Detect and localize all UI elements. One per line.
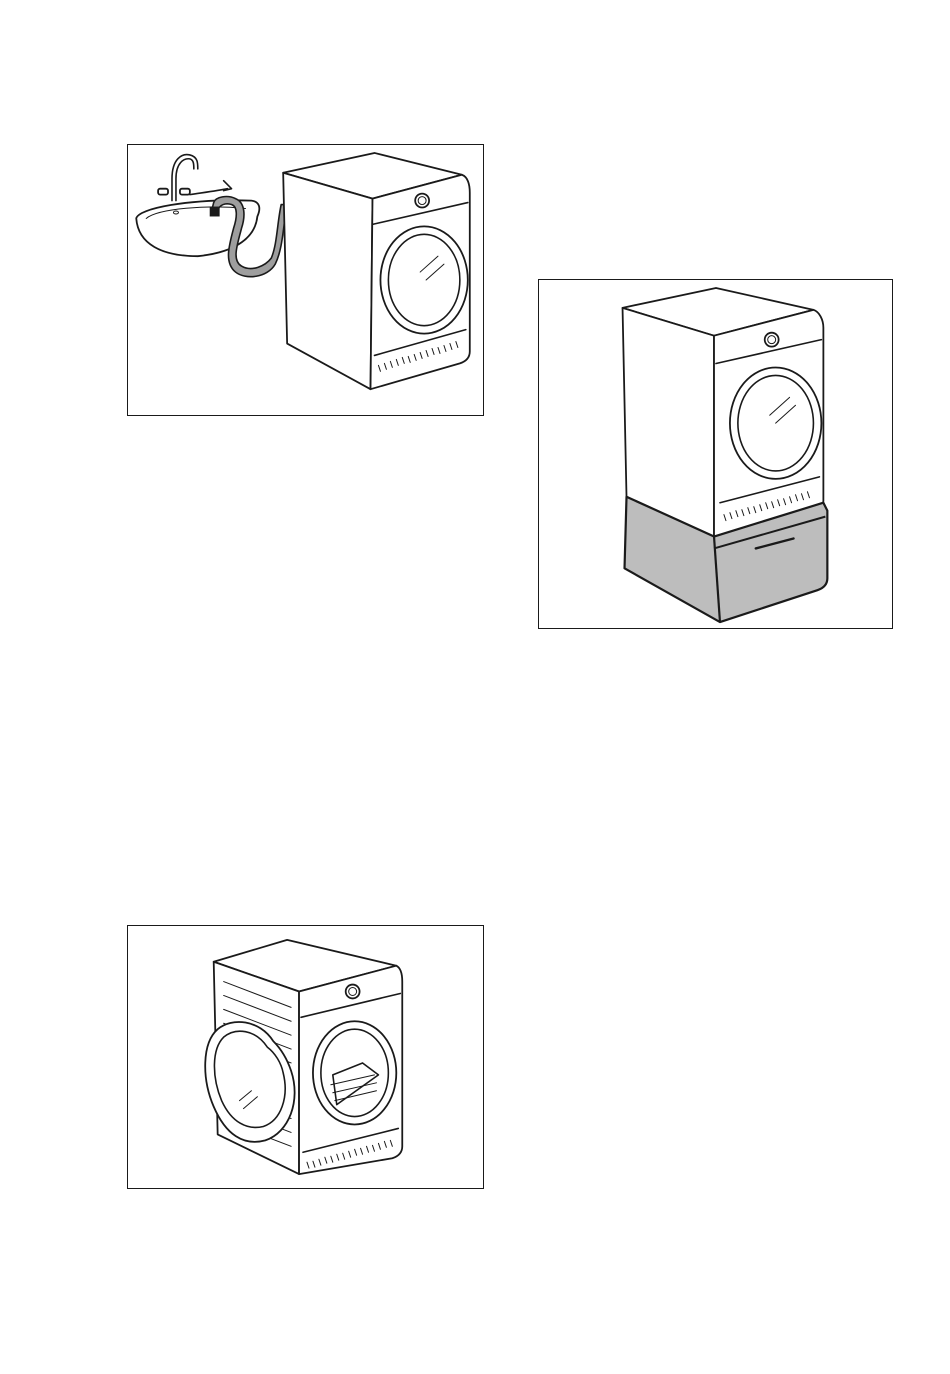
plinth-illustration bbox=[539, 280, 892, 628]
figure-drain-hose-into-sink bbox=[127, 144, 484, 416]
drum-icon bbox=[313, 1021, 396, 1124]
figure-dryer-door-open bbox=[127, 925, 484, 1189]
open-door-illustration bbox=[128, 926, 483, 1188]
drain-illustration bbox=[128, 145, 483, 415]
dryer-icon bbox=[283, 153, 470, 389]
figure-dryer-on-plinth bbox=[538, 279, 893, 629]
dryer-icon bbox=[623, 288, 824, 537]
tap-icon bbox=[158, 155, 231, 201]
